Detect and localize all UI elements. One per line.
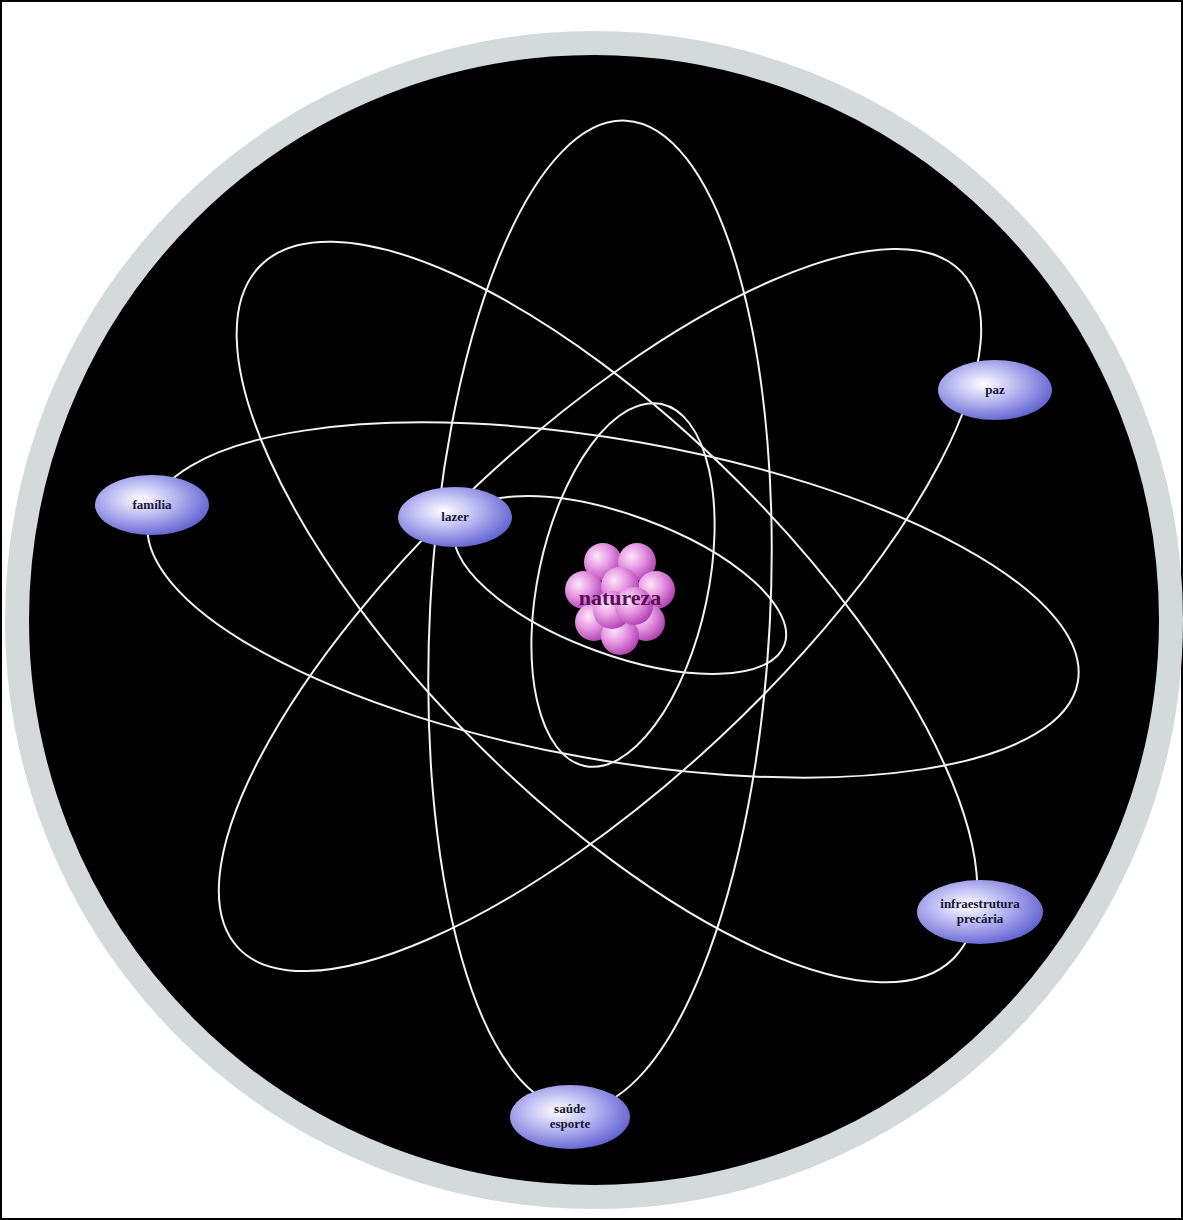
orbit-label-oval: família	[94, 474, 210, 536]
nucleus: natureza	[566, 542, 674, 654]
orbit	[119, 144, 1082, 1075]
orbit-label-oval: saúde esporte	[509, 1084, 631, 1150]
node-label: paz	[985, 383, 1005, 398]
orbit	[130, 135, 1085, 1090]
orbit	[404, 112, 795, 1118]
node-label: lazer	[441, 510, 468, 525]
orbit-label-oval: infraestrutura precária	[916, 879, 1044, 945]
node-label: infraestrutura precária	[930, 897, 1030, 927]
oval	[938, 360, 1052, 420]
oval	[398, 487, 512, 547]
orbit-label-oval: paz	[937, 359, 1053, 421]
oval	[510, 1085, 630, 1149]
orbit	[501, 386, 744, 783]
oval	[917, 880, 1043, 944]
orbits	[119, 112, 1106, 1118]
nucleus-label: natureza	[579, 585, 662, 610]
orbit-label-oval: lazer	[397, 486, 513, 548]
node-label: família	[133, 498, 172, 513]
node-label: saúde esporte	[539, 1102, 601, 1132]
outer-ring	[17, 43, 1171, 1197]
orbit	[120, 360, 1105, 839]
oval	[95, 475, 209, 535]
